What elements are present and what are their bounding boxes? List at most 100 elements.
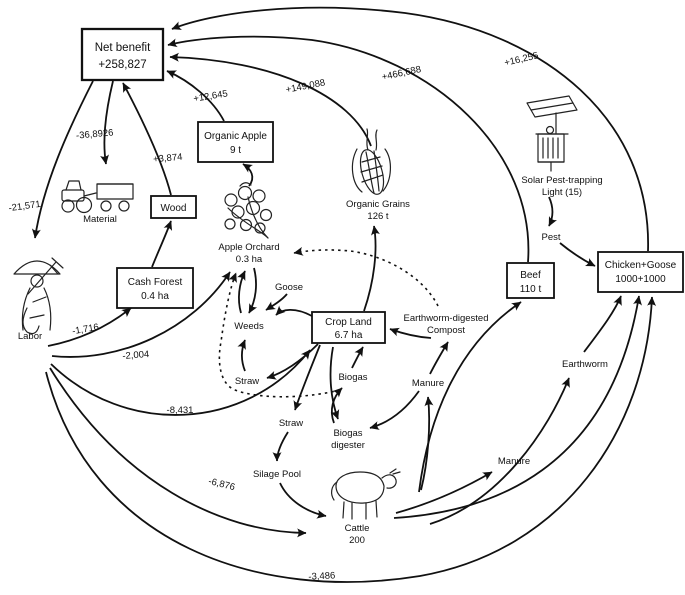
flow-value-net-benefit-to-material: -36,8926 [76, 127, 114, 141]
flow-arrow-wood-to-net-benefit [122, 82, 172, 196]
flow-value-organic-apple-to-net-benefit: +12,645 [193, 88, 229, 104]
flow-arrow-compost-to-crop-land [389, 327, 432, 339]
beef-value: 110 t [520, 284, 542, 295]
flow-arrow-pest-to-chicken-goose [559, 242, 596, 267]
flow-arrow-labor-to-chicken-goose [45, 296, 657, 583]
beef-label: Beef [520, 270, 541, 281]
crop-land-value: 6.7 ha [335, 330, 363, 341]
organic-apple-box [197, 121, 274, 163]
material-label: Material [83, 214, 117, 225]
cattle-count: 200 [349, 535, 365, 546]
organic-grains-label: Organic Grains [346, 199, 410, 210]
node-net-benefit: Net benefit +258,827 [80, 27, 165, 82]
manure-lower-label: Manure [498, 456, 530, 467]
flow-arrow-silage-pool-to-cattle [279, 482, 327, 519]
node-chicken-goose: Chicken+Goose 1000+1000 [597, 251, 684, 293]
flow-arrow-manure-upper-to-biogas-digester [369, 390, 420, 430]
organic-grains-corn-icon [351, 128, 391, 195]
straw-upper-label: Straw [235, 376, 259, 387]
flow-arrow-beef-to-net-benefit [167, 35, 530, 263]
material-tractor-icon [61, 180, 134, 214]
flow-arrow-solar-light-to-pest [548, 196, 558, 227]
flow-arrow-organic-grains-to-net-benefit [169, 52, 372, 147]
flow-arrow-compost-to-apple-orchard-dashed [293, 246, 439, 307]
flow-arrow-weeds-to-apple-orchard [237, 270, 246, 314]
goose-label: Goose [275, 282, 303, 293]
biogas-digester-label-1: Biogas [333, 428, 362, 439]
flow-value-labor-to-cattle: -6,876 [207, 476, 236, 493]
flow-arrow-labor-to-cash-forest [47, 307, 132, 347]
flow-arrow-goose-to-weeds [265, 293, 288, 311]
flow-arrow-straw-upper-to-weeds [237, 339, 246, 372]
flow-arrow-apple-orchard-to-organic-apple [242, 163, 254, 187]
cattle-label: Cattle [345, 523, 370, 534]
crop-land-box [311, 311, 386, 344]
flow-value-labor-to-crop-land: -8,431 [167, 405, 194, 416]
apple-orchard-area: 0.3 ha [236, 254, 263, 265]
cash-forest-box [116, 267, 194, 309]
beef-box [506, 262, 555, 299]
flow-arrow-cash-forest-to-wood [151, 220, 173, 268]
pest-label: Pest [541, 232, 560, 243]
node-crop-land: Crop Land 6.7 ha [311, 311, 386, 344]
node-cash-forest: Cash Forest 0.4 ha [116, 267, 194, 309]
biogas-label: Biogas [338, 372, 367, 383]
compost-label-2: Compost [427, 325, 465, 336]
flow-value-labor-to-cash-forest: -1,716 [71, 322, 99, 338]
flow-arrow-crop-land-to-straw-upper [266, 343, 319, 380]
flow-arrow-labor-to-apple-orchard [51, 271, 231, 358]
weeds-label: Weeds [234, 321, 264, 332]
flow-arrow-compost-loop-to-apple-orchard-dashed [218, 272, 341, 398]
cattle-cow-icon [331, 468, 401, 520]
flow-arrow-manure-upper-to-compost [429, 341, 449, 375]
flow-arrow-net-benefit-to-labor [31, 80, 94, 239]
apple-orchard-tree-icon [224, 182, 273, 239]
flow-arrow-labor-to-cattle [49, 367, 307, 538]
node-organic-apple: Organic Apple 9 t [197, 121, 274, 163]
flow-arrow-cattle-to-chicken-goose [393, 295, 642, 519]
flow-value-labor-to-chicken-goose: -3,486 [308, 570, 335, 582]
organic-grains-amount: 126 t [367, 211, 388, 222]
solar-light-count: Light (15) [542, 187, 582, 198]
organic-apple-value: 9 t [230, 145, 241, 156]
straw-lower-label: Straw [279, 418, 303, 429]
organic-apple-label: Organic Apple [204, 131, 267, 142]
solar-pest-light-icon [526, 95, 578, 172]
flow-arrow-labor-to-crop-land [50, 349, 311, 416]
flow-value-labor-to-apple-orchard: -2,004 [122, 349, 150, 362]
crop-land-label: Crop Land [325, 317, 372, 328]
chicken-goose-label: Chicken+Goose [605, 260, 677, 271]
flow-arrow-chicken-goose-to-net-benefit [171, 6, 649, 252]
flow-arrow-apple-orchard-to-weeds [248, 267, 258, 314]
labor-label: Labor [18, 331, 42, 342]
flow-arrow-cattle-to-manure-lower [395, 471, 493, 514]
flow-arrow-earthworm-to-chicken-goose [583, 295, 622, 353]
chicken-goose-box [597, 251, 684, 293]
apple-orchard-label: Apple Orchard [218, 242, 279, 253]
flow-value-beef-to-net-benefit: +466,688 [381, 64, 422, 83]
flow-arrow-crop-land-to-straw-lower [293, 344, 321, 411]
silage-pool-label: Silage Pool [253, 469, 301, 480]
cash-forest-label: Cash Forest [128, 277, 183, 288]
wood-label: Wood [161, 203, 187, 214]
flow-arrow-cattle-to-beef [418, 301, 522, 493]
flow-value-chicken-goose-to-net-benefit: +16,255 [503, 50, 539, 69]
node-wood: Wood [150, 195, 197, 219]
flow-arrow-biogas-to-crop-land [351, 346, 364, 369]
flow-arrow-straw-lower-to-silage-pool [272, 431, 289, 462]
net-benefit-box [80, 27, 165, 82]
flow-arrow-organic-apple-to-net-benefit [166, 70, 225, 122]
wood-box [150, 195, 197, 219]
flow-value-wood-to-net-benefit: +3,874 [153, 152, 183, 166]
compost-label-1: Earthworm-digested [403, 313, 488, 324]
flow-arrows [31, 6, 657, 583]
flow-arrow-cattle-to-earthworm [429, 377, 570, 525]
labor-farmer-icon [13, 257, 64, 335]
node-beef: Beef 110 t [506, 262, 555, 299]
flow-arrow-crop-land-to-organic-grains [363, 225, 380, 312]
flow-arrow-crop-land-to-weeds [275, 305, 313, 317]
cash-forest-value: 0.4 ha [141, 291, 169, 302]
flow-arrow-crop-land-to-biogas-digester [329, 346, 340, 420]
